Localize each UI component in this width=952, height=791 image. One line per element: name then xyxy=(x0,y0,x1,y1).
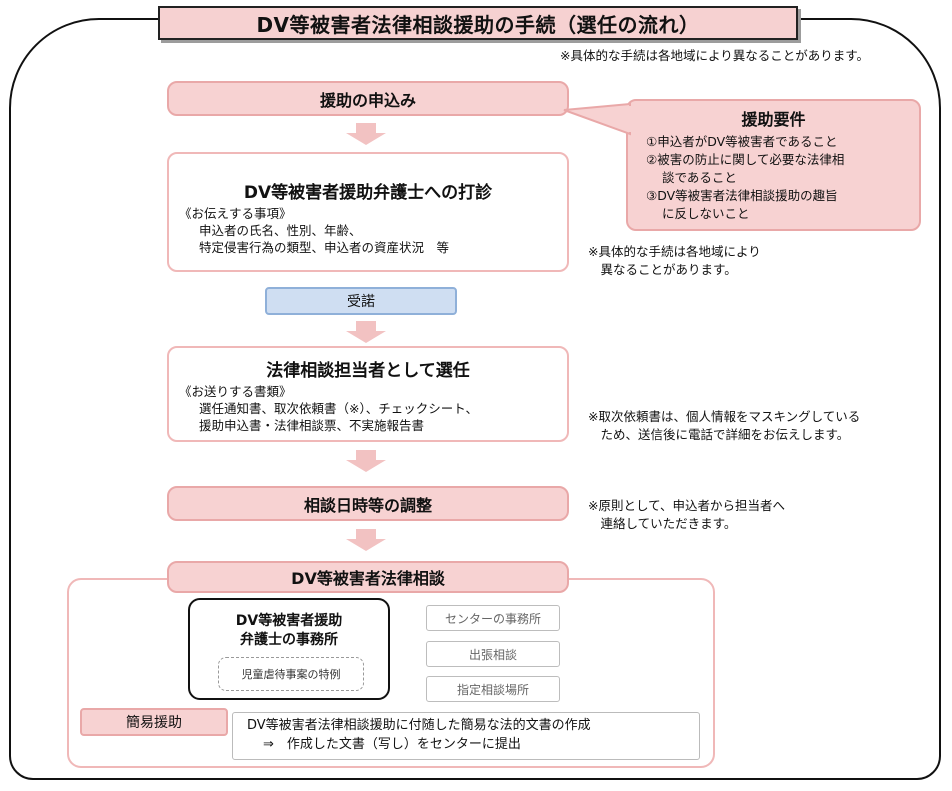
location-center-office: センターの事務所 xyxy=(426,605,560,631)
step-sounding: DV等被害者援助弁護士への打診 《お伝えする事項》 申込者の氏名、性別、年齢、 … xyxy=(167,152,569,272)
side-note-1: ※具体的な手続は各地域により 異なることがあります。 xyxy=(588,244,761,277)
special-case-box: 児童虐待事案の特例 xyxy=(218,657,364,691)
side-note-3: ※原則として、申込者から担当者へ 連絡していただきます。 xyxy=(588,498,785,531)
appointment-subheading: 《お送りする書類》 xyxy=(179,384,292,399)
requirement-item-1: ①申込者がDV等被害者であること xyxy=(646,134,838,149)
location-outreach: 出張相談 xyxy=(426,641,560,667)
simple-aid-line-1: DV等被害者法律相談援助に付随した簡易な法的文書の作成 xyxy=(247,718,591,733)
appointment-heading: 法律相談担当者として選任 xyxy=(266,361,470,381)
flow-arrow-2 xyxy=(346,321,386,343)
requirement-item-2a: ②被害の防止に関して必要な法律相 xyxy=(646,152,845,167)
sounding-line-2: 特定侵害行為の類型、申込者の資産状況 等 xyxy=(199,240,450,255)
sounding-subheading: 《お伝えする事項》 xyxy=(179,206,292,221)
step-application: 援助の申込み xyxy=(167,81,569,116)
requirements-callout-pointer xyxy=(563,102,632,136)
requirement-item-3a: ③DV等被害者法律相談援助の趣旨 xyxy=(646,188,838,203)
flow-arrow-3 xyxy=(346,450,386,472)
flow-arrow-1 xyxy=(346,123,386,145)
office-title-line-2: 弁護士の事務所 xyxy=(240,632,338,648)
requirements-box: 援助要件 ①申込者がDV等被害者であること ②被害の防止に関して必要な法律相 談… xyxy=(626,99,921,231)
flow-arrow-4 xyxy=(346,529,386,551)
step-appointment: 法律相談担当者として選任 《お送りする書類》 選任通知書、取次依頼書（※）、チェ… xyxy=(167,346,569,442)
requirement-item-3b: に反しないこと xyxy=(662,206,750,221)
side-note-2: ※取次依頼書は、個人情報をマスキングしている ため、送信後に電話で詳細をお伝えし… xyxy=(588,409,861,442)
simple-aid-label: 簡易援助 xyxy=(80,708,228,736)
step-acceptance: 受諾 xyxy=(265,287,457,315)
office-title-line-1: DV等被害者援助 xyxy=(235,613,343,629)
appointment-line-2: 援助申込書・法律相談票、不実施報告書 xyxy=(199,418,425,433)
appointment-line-1: 選任通知書、取次依頼書（※）、チェックシート、 xyxy=(199,401,478,416)
simple-aid-line-2: ⇒ 作成した文書（写し）をセンターに提出 xyxy=(263,737,521,752)
requirements-title: 援助要件 xyxy=(741,110,806,129)
sounding-line-1: 申込者の氏名、性別、年齢、 xyxy=(199,223,362,238)
top-note: ※具体的な手続は各地域により異なることがあります。 xyxy=(560,48,869,63)
simple-aid-detail: DV等被害者法律相談援助に付随した簡易な法的文書の作成 ⇒ 作成した文書（写し）… xyxy=(232,712,700,760)
requirement-item-2b: 談であること xyxy=(662,170,737,185)
location-designated-place: 指定相談場所 xyxy=(426,676,560,702)
diagram-title: DV等被害者法律相談援助の手続（選任の流れ） xyxy=(158,6,798,40)
step-scheduling: 相談日時等の調整 xyxy=(167,486,569,521)
step-consultation: DV等被害者法律相談 xyxy=(167,561,569,593)
sounding-heading: DV等被害者援助弁護士への打診 xyxy=(243,183,493,203)
